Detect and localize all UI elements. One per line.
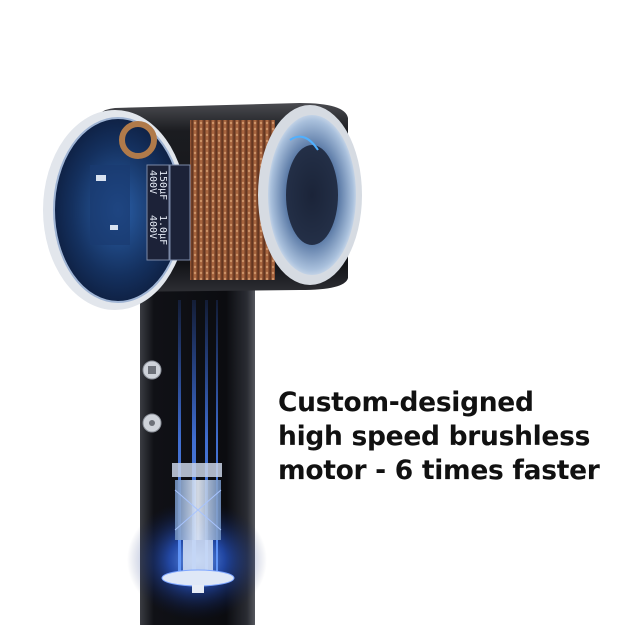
capacitor-1-value: 150μF	[157, 170, 168, 201]
caption-line: Custom-designed	[278, 387, 534, 418]
feature-caption: Custom-designed high speed brushless mot…	[278, 386, 618, 488]
capacitor-2-voltage: 400V	[147, 215, 158, 240]
caption-line: high speed brushless	[278, 421, 591, 452]
caption-line: motor - 6 times faster	[278, 455, 600, 486]
light-beams	[178, 300, 218, 580]
power-button[interactable]	[142, 360, 162, 380]
motor	[161, 463, 235, 593]
capacitor-2-value: 1.0μF	[157, 215, 168, 246]
capacitor-1-voltage: 400V	[147, 170, 158, 195]
capacitors	[146, 164, 191, 261]
inductor-coil	[119, 121, 157, 159]
temperature-button[interactable]	[142, 413, 162, 433]
